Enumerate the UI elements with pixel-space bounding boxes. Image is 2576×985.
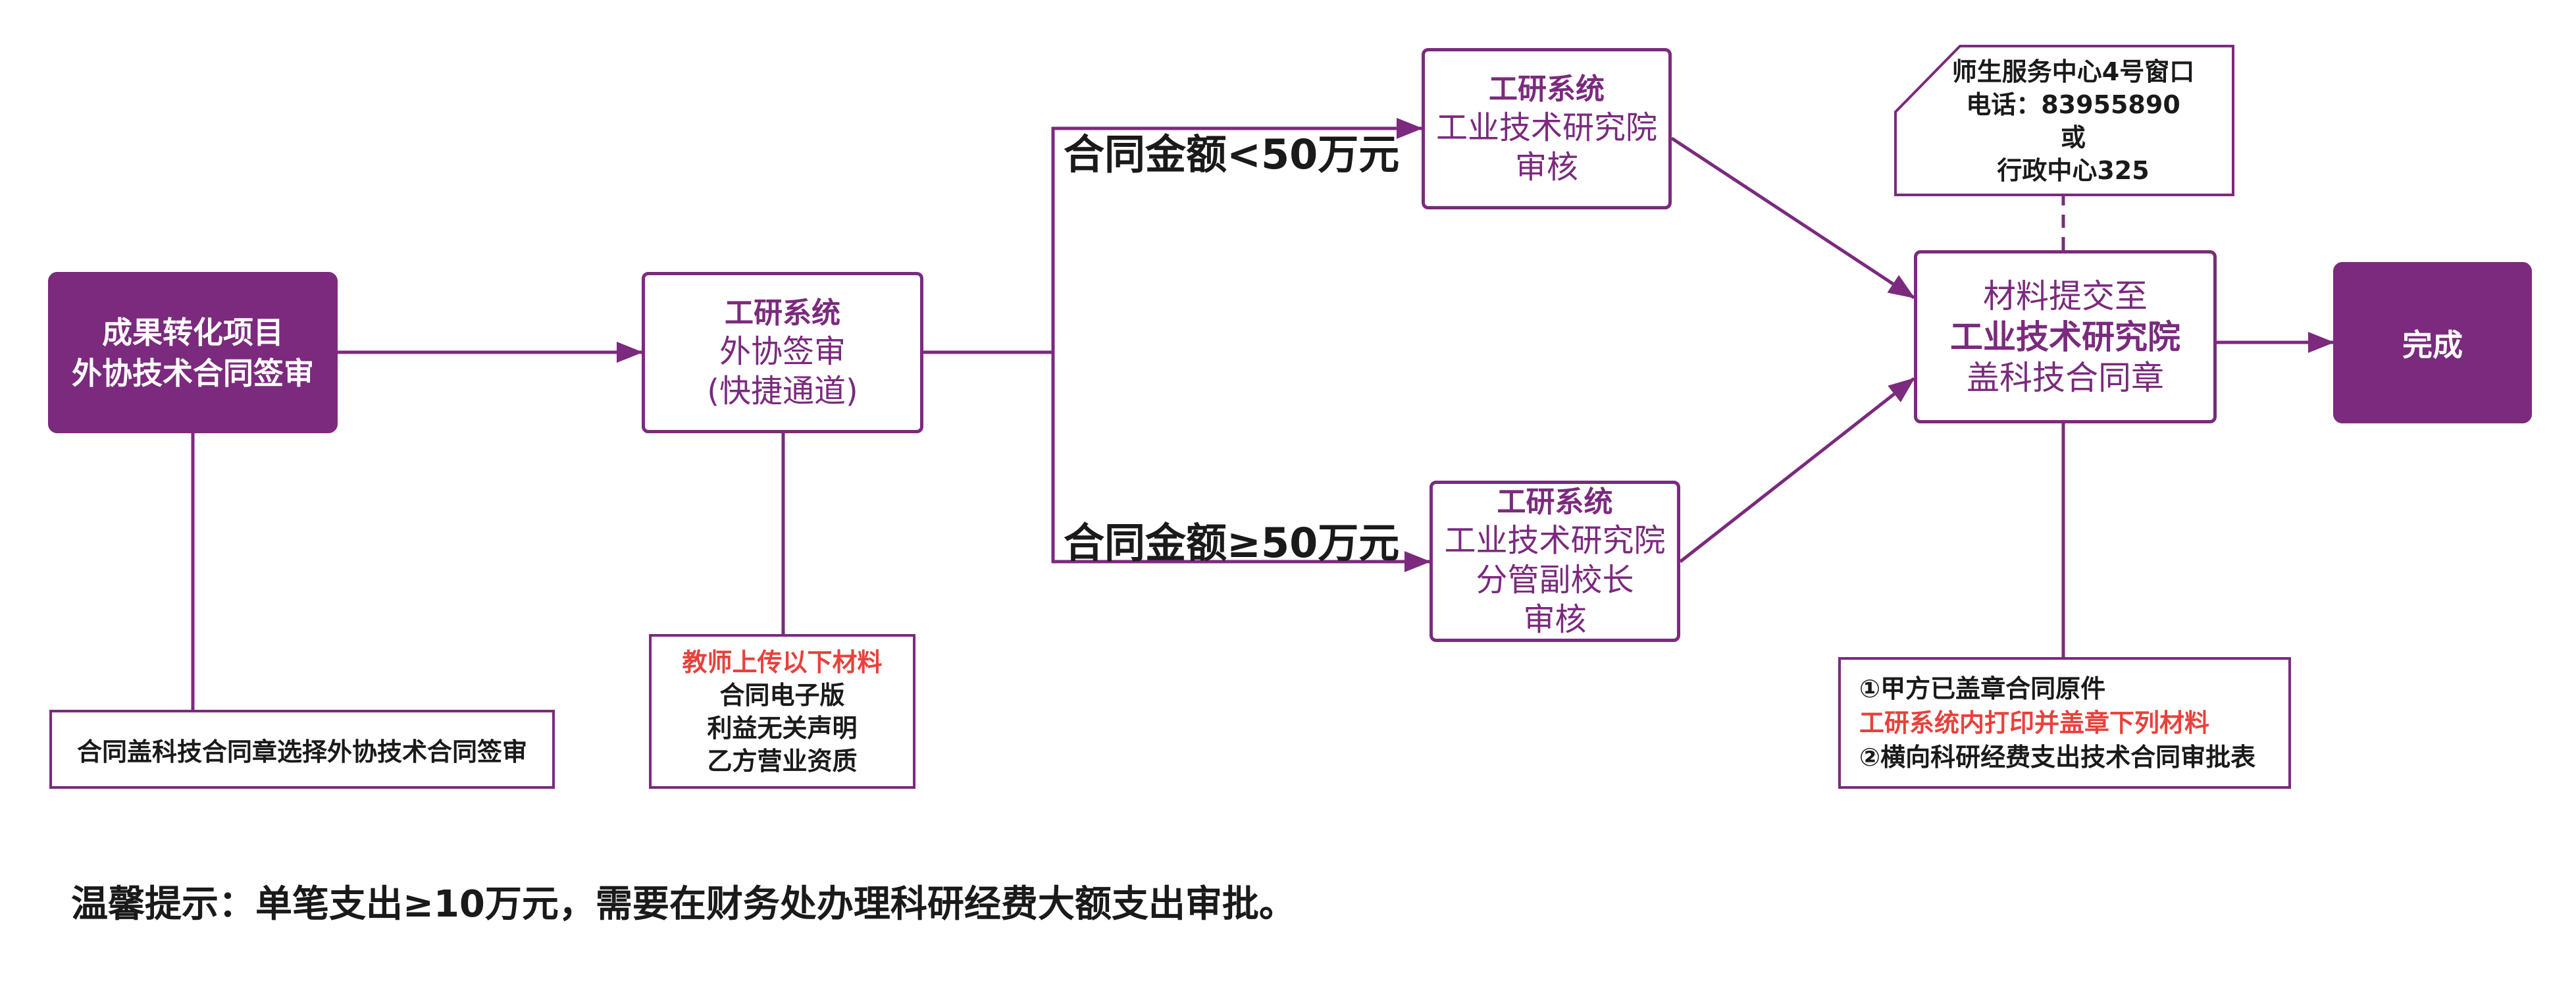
materials-note-item1: ①甲方已盖章合同原件: [1859, 674, 2106, 703]
upload-note: 教师上传以下材料 合同电子版 利益无关声明 乙方营业资质: [649, 634, 915, 789]
upload-note-item: 利益无关声明: [707, 713, 858, 743]
vp-review-system: 工研系统: [1497, 485, 1613, 519]
institute-review-line2: 审核: [1514, 148, 1578, 186]
submit-line3: 盖科技合同章: [1967, 358, 2164, 397]
institute-review-system: 工研系统: [1489, 72, 1605, 106]
external-review-line1: 外协签审: [719, 333, 846, 370]
submit-box: 材料提交至 工业技术研究院 盖科技合同章: [1914, 250, 2217, 423]
materials-note-item2: 工研系统内打印并盖章下列材料: [1859, 708, 2210, 737]
start-line2: 外协技术合同签审: [72, 355, 314, 391]
start-note-text: 合同盖科技合同章选择外协技术合同签审: [76, 737, 527, 766]
contact-note-line4: 行政中心325: [1997, 156, 2150, 185]
vp-review-line2: 分管副校长: [1476, 561, 1634, 599]
contact-note-line2: 电话：83955890: [1966, 90, 2180, 119]
contact-note-line3: 或: [2060, 123, 2086, 152]
contact-note-line1: 师生服务中心4号窗口: [1951, 57, 2195, 86]
materials-note-item3: ②横向科研经费支出技术合同审批表: [1859, 743, 2256, 772]
submit-line1: 材料提交至: [1983, 277, 2148, 315]
start-note: 合同盖科技合同章选择外协技术合同签审: [49, 710, 555, 789]
institute-review-box: 工研系统 工业技术研究院 审核: [1422, 48, 1672, 209]
external-review-system: 工研系统: [725, 296, 840, 330]
vp-review-line3: 审核: [1523, 600, 1587, 638]
connector-low-to-submit: [1670, 136, 1915, 300]
start-box: 成果转化项目 外协技术合同签审: [48, 272, 338, 433]
contact-note-shape: [1894, 45, 2234, 196]
end-box: 完成: [2333, 262, 2532, 423]
connector-high-to-submit: [1679, 377, 1915, 563]
branch-high-label: 合同金额≥50万元: [1064, 519, 1400, 567]
branch-low-label: 合同金额<50万元: [1064, 130, 1400, 178]
upload-note-item: 合同电子版: [719, 680, 845, 710]
submit-line2: 工业技术研究院: [1950, 317, 2180, 356]
end-label: 完成: [2402, 327, 2463, 363]
institute-review-line1: 工业技术研究院: [1435, 109, 1657, 146]
external-review-box: 工研系统 外协签审 (快捷通道): [642, 272, 923, 433]
upload-note-item: 乙方营业资质: [707, 746, 858, 776]
external-review-line2: (快捷通道): [707, 372, 858, 410]
start-line1: 成果转化项目: [102, 314, 284, 350]
vp-review-line1: 工业技术研究院: [1444, 521, 1666, 559]
upload-note-heading: 教师上传以下材料: [682, 647, 883, 677]
materials-note: ①甲方已盖章合同原件 工研系统内打印并盖章下列材料 ②横向科研经费支出技术合同审…: [1838, 657, 2291, 789]
tip-text: 温馨提示：单笔支出≥10万元，需要在财务处办理科研经费大额支出审批。: [71, 883, 1296, 926]
vice-president-review-box: 工研系统 工业技术研究院 分管副校长 审核: [1430, 481, 1680, 642]
contact-note: 师生服务中心4号窗口 电话：83955890 或 行政中心325: [1915, 49, 2231, 193]
